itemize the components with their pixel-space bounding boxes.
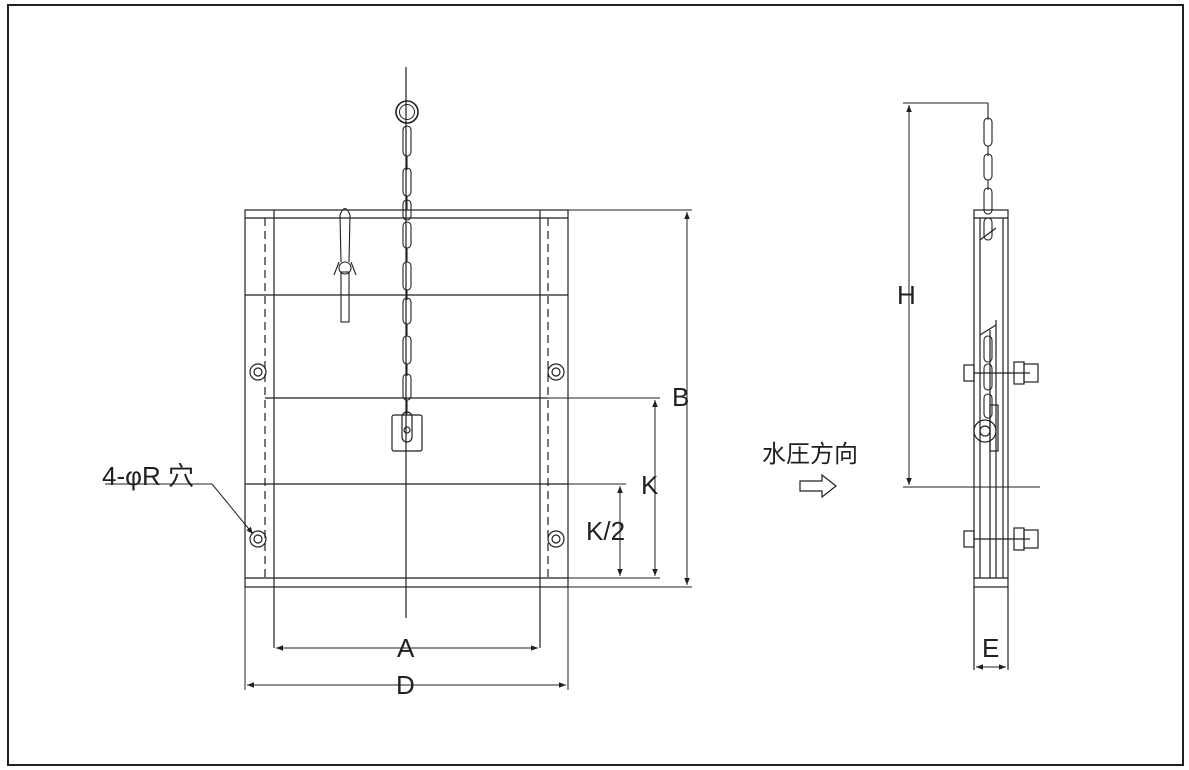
label-h: H <box>897 280 916 310</box>
side-bolt-upper <box>963 361 1039 385</box>
front-view <box>244 67 569 648</box>
side-shackle <box>973 419 997 443</box>
direction-arrow-icon <box>799 473 837 499</box>
outer-border <box>7 4 1184 766</box>
bolt-hole-top-left <box>249 363 267 381</box>
side-plate <box>973 209 1009 588</box>
side-bolt-lower <box>963 527 1039 551</box>
label-d: D <box>396 670 415 700</box>
side-view <box>963 103 1039 670</box>
bolt-hole-bottom-left <box>249 530 267 548</box>
label-k-half: K/2 <box>586 516 625 546</box>
label-holes: 4-φR 穴 <box>102 461 194 491</box>
lift-ring <box>395 100 419 124</box>
label-a: A <box>397 633 415 663</box>
side-dimensions <box>903 102 1040 670</box>
label-k: K <box>641 470 659 500</box>
label-b: B <box>672 382 689 412</box>
front-dimensions <box>105 209 692 690</box>
side-chain <box>983 103 993 419</box>
hanging-pin <box>333 207 357 323</box>
bolt-hole-bottom-right <box>547 530 565 548</box>
shackle-plate <box>391 414 423 452</box>
front-chain <box>402 125 412 414</box>
bolt-hole-top-right <box>547 363 565 381</box>
label-e: E <box>982 633 999 663</box>
label-water-pressure: 水圧方向 <box>762 441 858 468</box>
